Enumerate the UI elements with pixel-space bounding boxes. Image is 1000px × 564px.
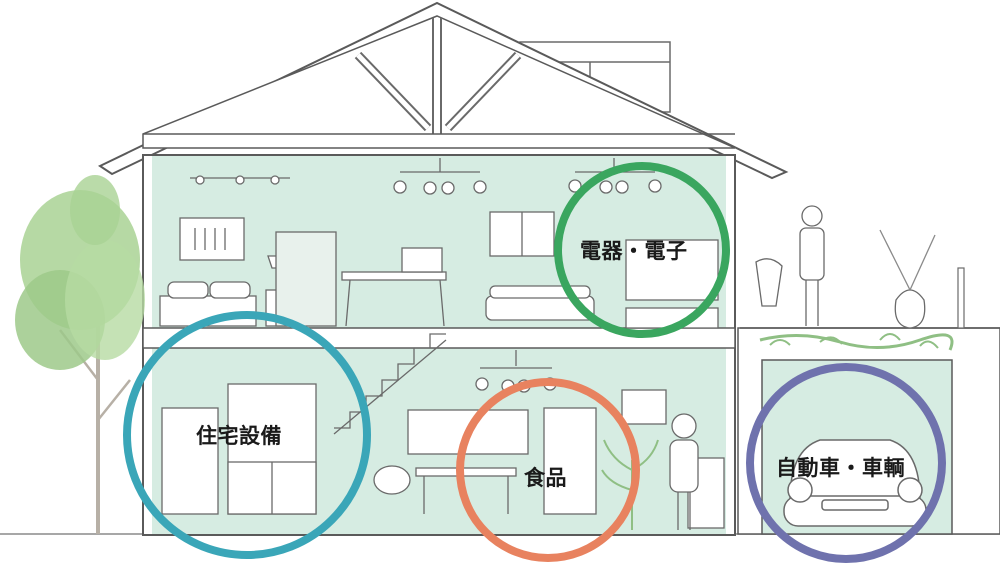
people-and-plants (601, 205, 936, 530)
category-circle-housing (123, 311, 371, 559)
category-label-electronics: 電器・電子 (580, 239, 688, 263)
lower-floor-furniture (161, 350, 725, 529)
car (783, 439, 927, 527)
category-circle-electronics (554, 162, 730, 338)
stairs (333, 333, 447, 435)
roof (97, 1, 789, 180)
category-label-food: 食品 (524, 466, 567, 490)
upper-floor-furniture (159, 158, 719, 329)
category-circle-automotive (746, 363, 946, 563)
tree (15, 175, 145, 534)
category-label-automotive: 自動車・車輌 (776, 456, 905, 480)
category-label-housing: 住宅設備 (196, 424, 282, 448)
category-circle-food (456, 378, 640, 562)
